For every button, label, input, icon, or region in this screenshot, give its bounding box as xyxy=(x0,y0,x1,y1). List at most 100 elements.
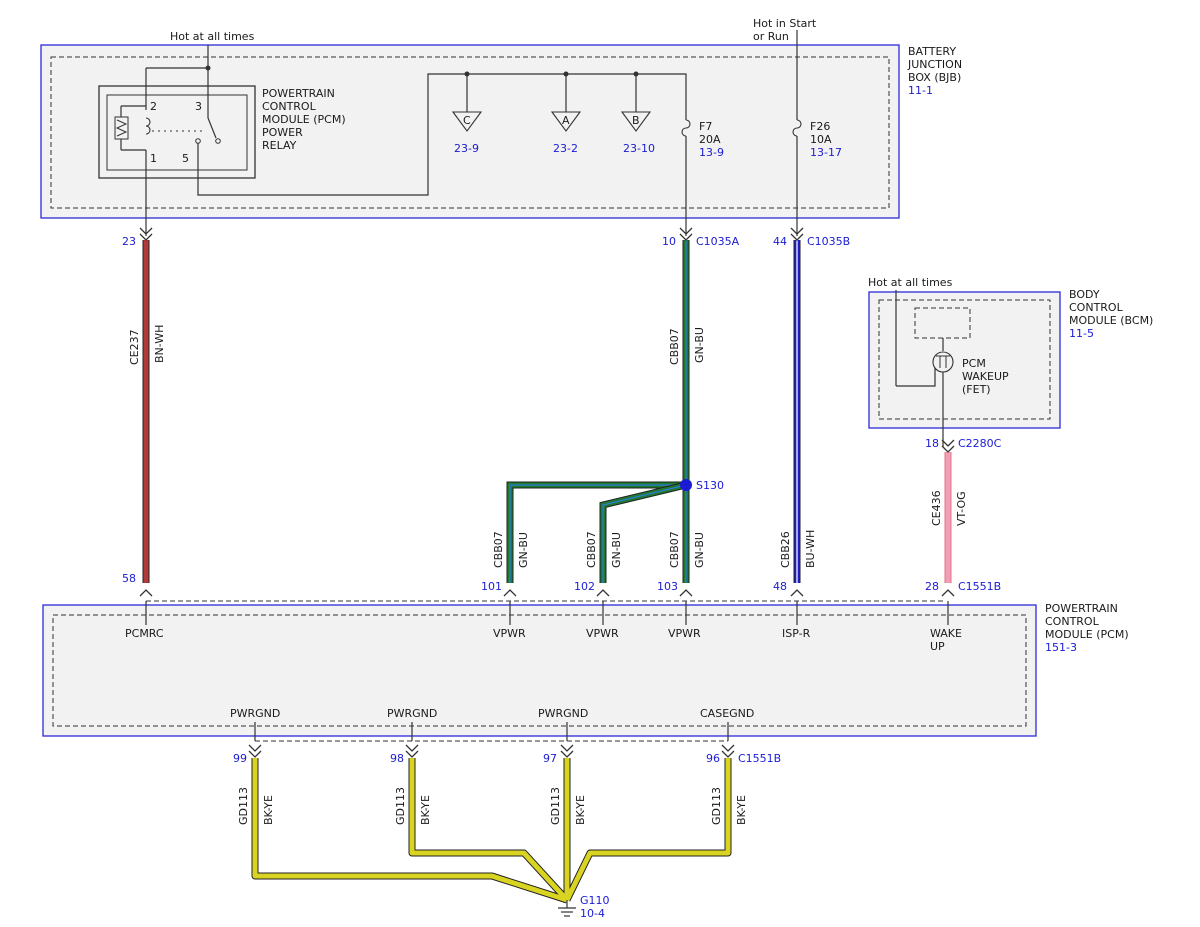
fuse-f26-name: F26 xyxy=(810,120,830,133)
start-run-line2: or Run xyxy=(753,30,789,43)
bjb-outline xyxy=(40,44,900,219)
bcm-title-line3: MODULE (BCM) xyxy=(1069,314,1153,327)
relay-inner-box xyxy=(106,94,248,171)
ckt-ce237-id: CE237 xyxy=(128,329,141,365)
conn-48: 48 xyxy=(773,580,787,593)
conn-c1035a: C1035A xyxy=(696,235,740,248)
pcm-pin-vpwr-3: VPWR xyxy=(668,627,701,640)
bcm-fet-line1: PCM xyxy=(962,357,986,370)
bjb-inner-dashed xyxy=(50,56,890,209)
ckt-cbb07-color: GN-BU xyxy=(693,327,706,363)
ckt-cbb07-101-id: CBB07 xyxy=(492,531,505,568)
ckt-cbb26-id: CBB26 xyxy=(779,531,792,568)
connector-labels: 23 10 C1035A 44 C1035B 18 C2280C 58 101 … xyxy=(122,235,1002,765)
fuse-f7-ref: 13-9 xyxy=(699,146,724,159)
conn-99: 99 xyxy=(233,752,247,765)
ckt-ce436-color: VT-OG xyxy=(955,491,968,526)
pcm-pin-casegnd: CASEGND xyxy=(700,707,754,720)
ckt-cbb26-color: BU-WH xyxy=(804,530,817,568)
pcm-pin-pwrgnd-3: PWRGND xyxy=(538,707,588,720)
tap-c-ref: 23-9 xyxy=(454,142,479,155)
relay-label-line5: RELAY xyxy=(262,139,297,152)
pcm-pin-vpwr-1: VPWR xyxy=(493,627,526,640)
relay-pin-2: 2 xyxy=(150,100,157,113)
tap-a: A 23-2 xyxy=(550,71,582,155)
start-run-line1: Hot in Start xyxy=(753,17,817,30)
conn-c1551b-top: C1551B xyxy=(958,580,1001,593)
ckt-cbb07-102-id: CBB07 xyxy=(585,531,598,568)
ckt-ce237-color: BN-WH xyxy=(153,325,166,363)
ckt-gd113-99-color: BK-YE xyxy=(262,795,275,825)
conn-103: 103 xyxy=(657,580,678,593)
bjb-taps: C 23-9 A 23-2 B 23-10 xyxy=(451,71,655,155)
conn-18: 18 xyxy=(925,437,939,450)
conn-58: 58 xyxy=(122,572,136,585)
connector-wedges xyxy=(139,227,955,758)
bcm-fet-line2: WAKEUP xyxy=(962,370,1009,383)
body-control-module: Hot at all times PCM WAKEUP (FET) BODY C… xyxy=(868,276,1153,447)
pcm-title-line1: POWERTRAIN xyxy=(1045,602,1118,615)
fuse-f26-ref: 13-17 xyxy=(810,146,842,159)
conn-c2280c: C2280C xyxy=(958,437,1002,450)
tap-b: B 23-10 xyxy=(620,71,655,155)
tap-c: C 23-9 xyxy=(451,71,483,155)
relay-label-line4: POWER xyxy=(262,126,303,139)
relay-pin-5: 5 xyxy=(182,152,189,165)
ckt-cbb07-103-color: GN-BU xyxy=(693,532,706,568)
powertrain-control-module: POWERTRAIN CONTROL MODULE (PCM) 151-3 PC… xyxy=(42,600,1129,742)
pcm-pin-pwrgnd-2: PWRGND xyxy=(387,707,437,720)
bjb-ref: 11-1 xyxy=(908,84,933,97)
bcm-inner-dashed xyxy=(878,299,1051,420)
fuse-f26-icon xyxy=(792,119,802,137)
tap-b-letter: B xyxy=(632,114,640,127)
bcm-ref: 11-5 xyxy=(1069,327,1094,340)
pcm-outline xyxy=(42,604,1037,737)
bcm-outline xyxy=(868,291,1061,429)
relay-outer-box xyxy=(98,85,256,179)
conn-10: 10 xyxy=(662,235,676,248)
bcm-title-line2: CONTROL xyxy=(1069,301,1124,314)
ckt-gd113-97-color: BK-YE xyxy=(574,795,587,825)
tap-c-letter: C xyxy=(463,114,471,127)
ckt-cbb07-103-id: CBB07 xyxy=(668,531,681,568)
conn-c1551b-bottom: C1551B xyxy=(738,752,781,765)
fuse-f7-icon xyxy=(681,119,691,137)
bcm-power-note: Hot at all times xyxy=(868,276,953,289)
fuse-f26-rating: 10A xyxy=(810,133,832,146)
conn-c1035b: C1035B xyxy=(807,235,850,248)
fuse-f26: F26 10A 13-17 xyxy=(792,30,842,236)
ckt-gd113-97-id: GD113 xyxy=(549,787,562,825)
circuit-labels: CE237 BN-WH CBB07 GN-BU CBB26 BU-WH CE43… xyxy=(128,325,968,825)
bjb-title-line3: BOX (BJB) xyxy=(908,71,961,84)
ckt-gd113-96-color: BK-YE xyxy=(735,795,748,825)
pcm-pin-pcmrc: PCMRC xyxy=(125,627,164,640)
relay-label-line1: POWERTRAIN xyxy=(262,87,335,100)
tap-b-ref: 23-10 xyxy=(623,142,655,155)
conn-23: 23 xyxy=(122,235,136,248)
relay-label-line3: MODULE (PCM) xyxy=(262,113,346,126)
pcm-ref: 151-3 xyxy=(1045,641,1077,654)
conn-96: 96 xyxy=(706,752,720,765)
wire-gd113-group xyxy=(251,758,732,904)
conn-101: 101 xyxy=(481,580,502,593)
ground-ref: 10-4 xyxy=(580,907,605,920)
tap-a-letter: A xyxy=(562,114,570,127)
pcm-power-relay: 2 3 1 5 POWERTRAIN CONTROL MODULE (PCM) … xyxy=(98,45,687,236)
battery-junction-box: BATTERY JUNCTION BOX (BJB) 11-1 Hot at a… xyxy=(40,17,962,219)
wire-cbb07-branch-102 xyxy=(599,481,687,583)
bcm-fet-line3: (FET) xyxy=(962,383,991,396)
tap-a-ref: 23-2 xyxy=(553,142,578,155)
bcm-title-line1: BODY xyxy=(1069,288,1100,301)
ckt-gd113-98-color: BK-YE xyxy=(419,795,432,825)
ckt-gd113-96-id: GD113 xyxy=(710,787,723,825)
bjb-title-line2: JUNCTION xyxy=(907,58,962,71)
ground-g110: G110 10-4 xyxy=(558,894,610,920)
relay-coil-switch-icon xyxy=(114,105,221,151)
ckt-cbb07-102-color: GN-BU xyxy=(610,532,623,568)
pcm-inner-dashed xyxy=(52,614,1027,727)
bjb-power-note: Hot at all times xyxy=(170,30,255,43)
wire-cbb07-branch-101 xyxy=(506,481,686,583)
ckt-cbb07-101-color: GN-BU xyxy=(517,532,530,568)
fuse-f7-rating: 20A xyxy=(699,133,721,146)
ckt-cbb07-id: CBB07 xyxy=(668,328,681,365)
